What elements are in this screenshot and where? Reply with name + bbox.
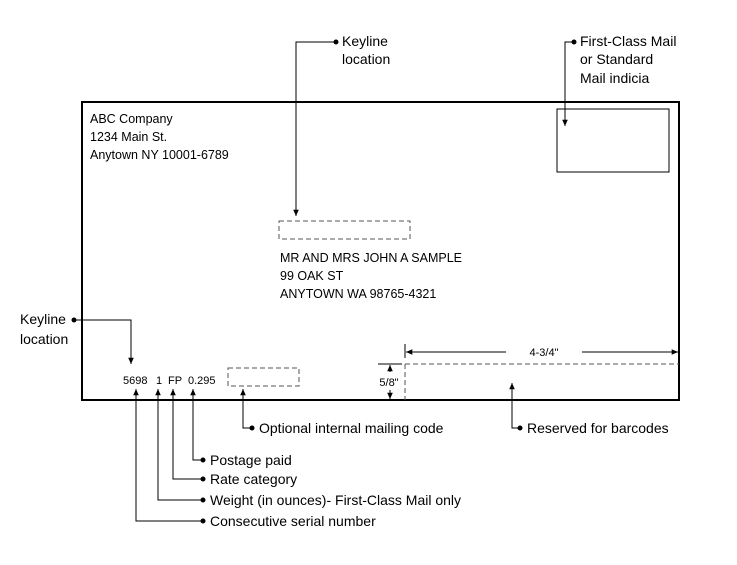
barcode-height-label: 5/8": [379, 377, 398, 389]
delivery-address-line-1: MR AND MRS JOHN A SAMPLE: [280, 251, 462, 265]
reserved-barcodes-leader: [509, 383, 520, 429]
return-address-line-1: ABC Company: [90, 112, 173, 126]
reserved-barcodes-label: Reserved for barcodes: [527, 420, 669, 436]
postage-paid-leader: [190, 389, 203, 461]
keyline-serial: 5698: [123, 375, 147, 387]
barcode-width-label: 4-3/4": [530, 347, 559, 359]
reserved-barcodes-dot: [517, 425, 523, 431]
return-address-line-3: Anytown NY 10001-6789: [90, 148, 229, 162]
optional-code-box: [227, 367, 300, 387]
serial-label: Consecutive serial number: [210, 513, 376, 529]
weight-leader: [155, 389, 203, 501]
return-address-line-2: 1234 Main St.: [90, 130, 167, 144]
weight-dot: [200, 497, 206, 503]
keyline-top-label-1: Keyline: [342, 33, 388, 49]
envelope-outline: [81, 101, 680, 401]
indicia-label-1: First-Class Mail: [580, 33, 676, 49]
serial-dot: [200, 518, 206, 524]
keyline-box-top: [278, 220, 411, 240]
optional-code-dot: [249, 425, 255, 431]
postage-paid-dot: [200, 457, 206, 463]
indicia-label-3: Mail indicia: [580, 70, 649, 86]
indicia-leader: [562, 41, 574, 126]
keyline-left-label-2: location: [20, 331, 68, 347]
rate-category-label: Rate category: [210, 471, 297, 487]
keyline-rate: FP: [168, 375, 182, 387]
weight-label: Weight (in ounces)- First-Class Mail onl…: [210, 492, 461, 508]
optional-code-leader: [240, 389, 252, 429]
rate-category-leader: [170, 389, 203, 480]
optional-code-label: Optional internal mailing code: [259, 420, 444, 436]
postage-paid-label: Postage paid: [210, 452, 292, 468]
keyline-postage: 0.295: [188, 375, 216, 387]
keyline-weight: 1: [156, 375, 162, 387]
delivery-address-line-2: 99 OAK ST: [280, 269, 344, 283]
keyline-top-label-2: location: [342, 51, 390, 67]
keyline-left-label-1: Keyline: [20, 311, 66, 327]
keyline-top-leader: [293, 41, 336, 216]
delivery-address-line-3: ANYTOWN WA 98765-4321: [280, 287, 436, 301]
keyline-left-leader: [74, 319, 134, 364]
rate-category-dot: [200, 476, 206, 482]
serial-leader: [133, 389, 203, 522]
indicia-box: [556, 108, 670, 173]
indicia-label-2: or Standard: [580, 51, 653, 67]
